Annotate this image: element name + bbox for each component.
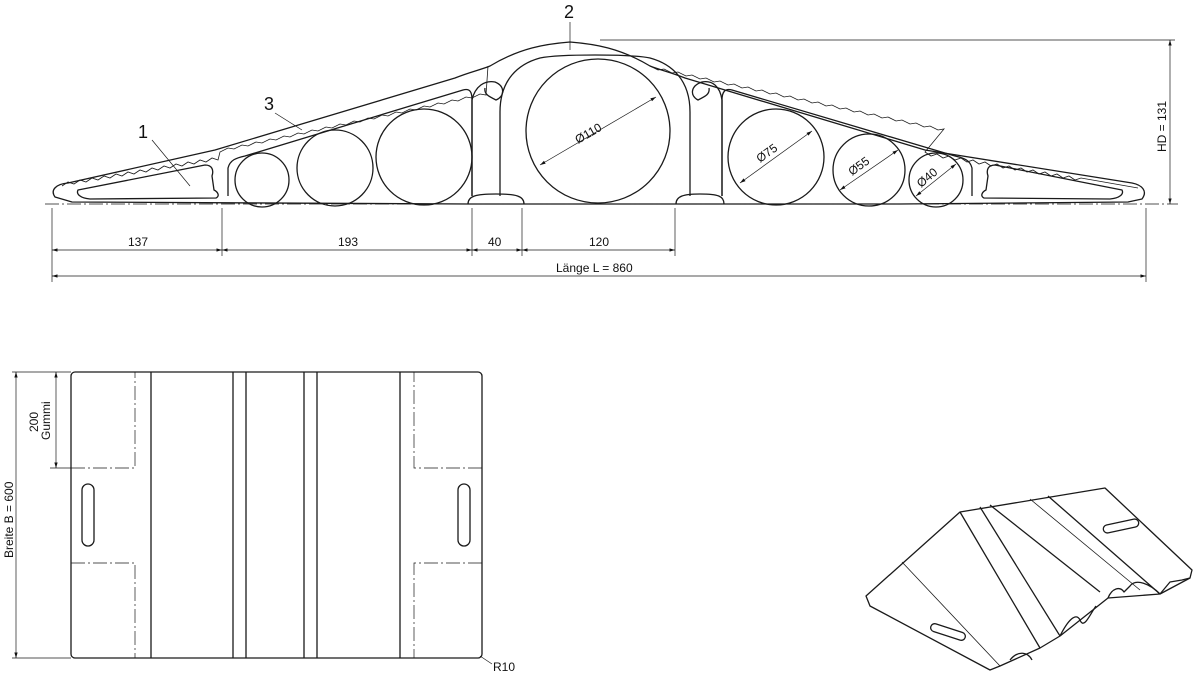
iso-edge-2	[979, 506, 1061, 637]
dim-193-label: 193	[338, 235, 358, 249]
callout-2: 2	[564, 2, 574, 22]
dim-rubber-label: Gummi	[39, 401, 53, 440]
left-foot	[467, 193, 525, 205]
iso-edge-4	[1047, 495, 1161, 595]
diameter-40-leader	[915, 163, 957, 197]
iso-edge-3	[989, 504, 1101, 593]
left-hook	[471, 80, 504, 196]
diameter-75-leader	[739, 130, 813, 184]
iso-seam-1	[901, 561, 1001, 667]
callout-1-leader	[151, 139, 191, 187]
dim-137-label: 137	[128, 235, 148, 249]
top-view: Breite B = 600 200 Gummi R10	[2, 371, 515, 674]
diameter-110-label: Ø110	[573, 120, 605, 147]
iso-profile-end-1	[1059, 605, 1097, 637]
diameter-110-leader	[539, 96, 657, 166]
rubber-zone-top-left	[71, 372, 136, 469]
callout-1: 1	[138, 122, 148, 142]
iso-handle-slot-top	[1102, 518, 1140, 534]
profile-outer-edge	[52, 41, 1146, 205]
dim-height-label: HD = 131	[1155, 101, 1169, 152]
handle-slot-left	[81, 483, 95, 547]
dim-width-label: Breite B = 600	[2, 481, 16, 558]
callout-3-leader	[274, 112, 303, 131]
radius-label: R10	[493, 660, 515, 674]
rubber-zone-bottom-left	[71, 562, 136, 658]
right-foot	[675, 193, 725, 205]
diameter-75-label: Ø75	[754, 141, 781, 166]
dim-rubber-value: 200	[27, 412, 41, 432]
right-hook	[691, 80, 723, 196]
dim-40-label: 40	[488, 235, 502, 249]
left-channel-wall	[227, 88, 473, 196]
iso-seam-2	[1029, 498, 1141, 591]
diameter-40-label: Ø40	[914, 165, 941, 191]
dim-120-label: 120	[589, 235, 609, 249]
cable-circle-40	[908, 152, 964, 208]
center-channel	[499, 54, 691, 196]
iso-edge-1	[959, 511, 1041, 649]
iso-profile-end-4	[1009, 652, 1033, 661]
cable-circle-small	[234, 152, 290, 208]
left-wing-slot	[76, 164, 219, 200]
iso-profile-end-2	[1107, 581, 1161, 599]
right-channel-wall	[721, 88, 973, 196]
rubber-zone-bottom-right	[413, 562, 482, 658]
cross-section-view: Ø110 Ø75 Ø55 Ø40 1 2 3 137 193 40 120 Lä…	[45, 2, 1178, 282]
callout-3: 3	[264, 94, 274, 114]
isometric-view	[865, 487, 1193, 671]
dim-length-label: Länge L = 860	[556, 261, 633, 275]
cable-circle-large-left	[375, 108, 473, 206]
cable-circle-75	[727, 108, 825, 206]
rubber-zone-top-right	[413, 372, 482, 469]
iso-handle-slot-bottom	[930, 623, 966, 641]
radius-leader	[479, 655, 493, 665]
iso-profile-end-3	[1159, 577, 1191, 595]
cable-circle-110	[525, 58, 671, 204]
cable-circle-medium	[296, 129, 374, 207]
plate-outline	[70, 371, 483, 659]
diameter-55-label: Ø55	[846, 154, 873, 179]
handle-slot-right	[457, 483, 471, 547]
right-wing-slot	[981, 164, 1124, 200]
cable-circle-55	[832, 133, 906, 207]
diameter-55-leader	[839, 149, 899, 191]
